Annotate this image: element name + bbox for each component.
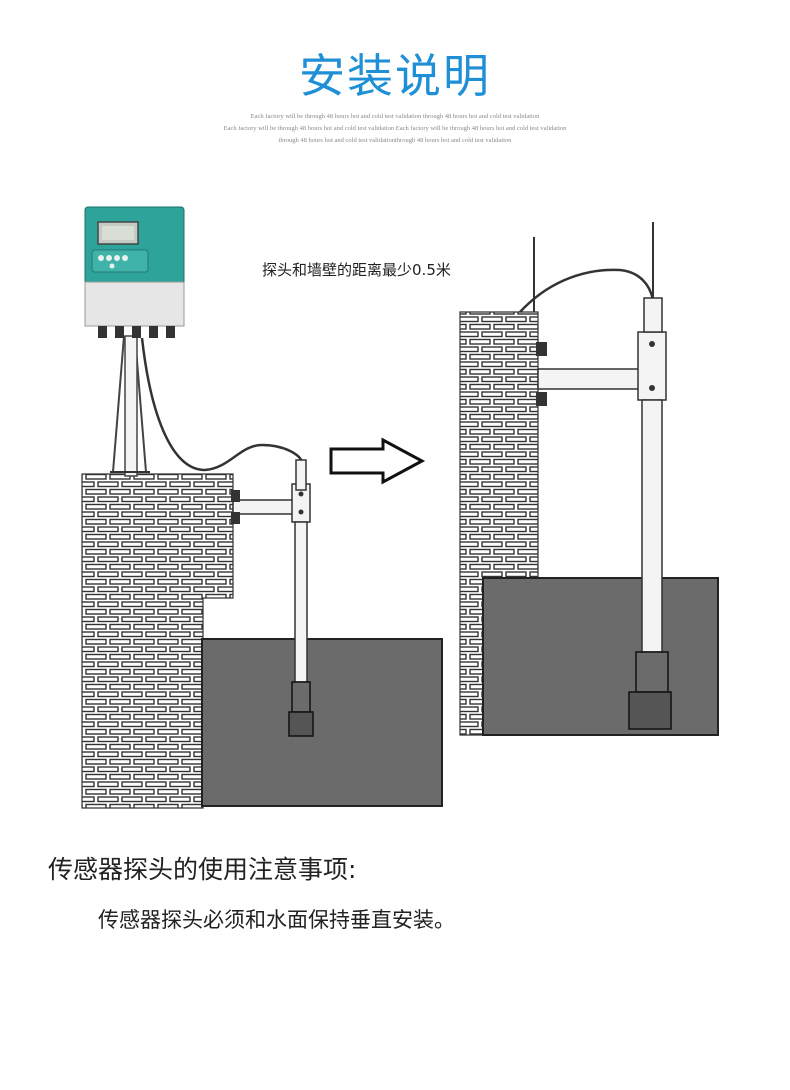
water-tank-icon: [201, 638, 443, 807]
distance-note: 探头和墙壁的距离最少0.5米: [262, 261, 451, 279]
mounting-bracket-icon: [536, 331, 667, 406]
notes-item: 传感器探头必须和水面保持垂直安装。: [98, 908, 455, 932]
transmitter-icon: [84, 206, 185, 338]
mounting-bracket-icon: [231, 483, 311, 524]
cable-icon: [519, 268, 655, 313]
probe-icon: [288, 459, 314, 737]
probe-icon: [628, 297, 672, 730]
cable-icon: [140, 337, 304, 472]
subtitle-line: Each factory will be through 48 hours ho…: [223, 125, 567, 132]
brick-wall-icon: [81, 473, 234, 809]
arrow-right-icon: [329, 437, 426, 485]
subtitle-line: through 48 hours hot and cold test valid…: [278, 137, 512, 144]
page-title: 安装说明: [299, 49, 491, 103]
water-tank-icon: [482, 577, 719, 736]
subtitle-line: Each factory will be through 48 hours ho…: [250, 113, 540, 120]
notes-heading: 传感器探头的使用注意事项:: [48, 855, 357, 884]
stand-icon: [110, 335, 150, 477]
